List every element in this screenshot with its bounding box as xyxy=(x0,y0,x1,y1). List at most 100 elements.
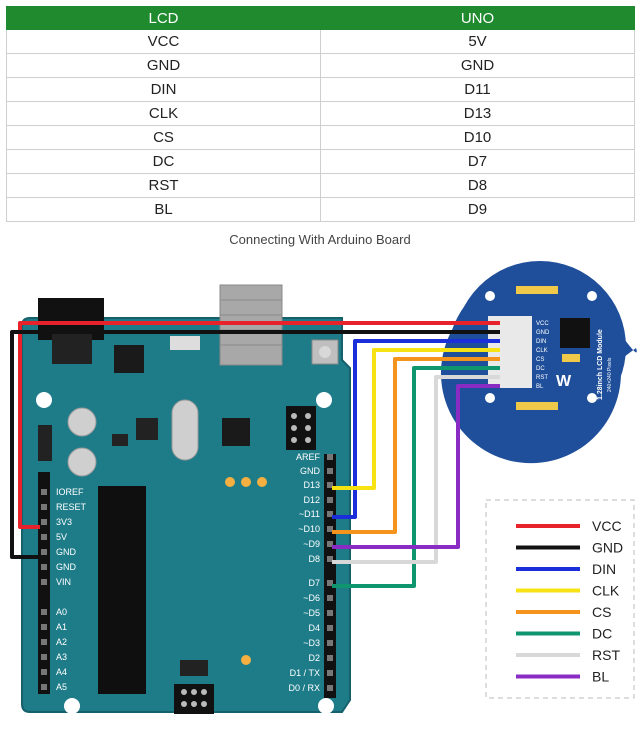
legend-item: BL xyxy=(516,669,609,685)
lcd-pin-label: GND xyxy=(536,330,550,336)
lcd-subtitle: 240×240 Pixels xyxy=(607,357,613,392)
icsp-header xyxy=(286,406,316,450)
legend-label: DIN xyxy=(592,561,616,577)
uno-pin-cell: D9 xyxy=(320,197,635,222)
uno-pin-cell: D8 xyxy=(320,173,635,198)
mounting-hole xyxy=(318,698,334,714)
legend-item: CS xyxy=(516,604,611,620)
legend-label: VCC xyxy=(592,518,622,534)
lcd-pin-cell: CS xyxy=(6,125,321,150)
diagram-caption: Connecting With Arduino Board xyxy=(229,232,411,247)
header-pin xyxy=(41,684,47,690)
left-header-label: IOREF xyxy=(56,487,84,497)
lcd-pin-label: VCC xyxy=(536,321,549,327)
legend-item: CLK xyxy=(516,583,620,599)
legend-label: CLK xyxy=(592,583,620,599)
header-pin xyxy=(327,454,333,460)
icsp-header xyxy=(174,684,214,714)
left-header-label: A3 xyxy=(56,652,67,662)
header-pin xyxy=(327,640,333,646)
right-header-label: D7 xyxy=(308,578,320,588)
lcd-pin-label: RST xyxy=(536,375,548,381)
lcd-pin-cell: VCC xyxy=(6,29,321,54)
right-header-labels: AREFGNDD13D12~D11~D10~D9D8D7~D6~D5D4~D3D… xyxy=(288,452,333,693)
header-pin xyxy=(41,519,47,525)
wire-din xyxy=(332,339,500,519)
wire-gnd xyxy=(10,330,500,559)
header-pin xyxy=(41,549,47,555)
header-pin xyxy=(327,511,333,517)
atmega-chip xyxy=(98,486,146,694)
lcd-pin-cell: DIN xyxy=(6,77,321,102)
usb-chip xyxy=(222,418,250,446)
left-header-label: GND xyxy=(56,547,77,557)
right-header-label: GND xyxy=(300,466,321,476)
right-header-label: D4 xyxy=(308,623,320,633)
header-pin xyxy=(327,610,333,616)
header-pin xyxy=(327,497,333,503)
right-header-label: D2 xyxy=(308,653,320,663)
legend-label: BL xyxy=(592,669,609,685)
left-header-label: A1 xyxy=(56,622,67,632)
power-jack xyxy=(52,330,92,364)
wire-bl xyxy=(332,384,500,549)
legend-box xyxy=(485,499,635,699)
right-header-label: D13 xyxy=(303,480,320,490)
legend-label: RST xyxy=(592,647,620,663)
header-lcd: LCD xyxy=(6,6,321,30)
lcd-title: 1.28inch LCD Module xyxy=(597,329,604,400)
uno-pin-cell: D13 xyxy=(320,101,635,126)
right-header-label: ~D3 xyxy=(303,638,320,648)
waveshare-logo: W xyxy=(556,373,572,390)
header-pin xyxy=(327,655,333,661)
header-pin xyxy=(41,639,47,645)
left-header-label: VIN xyxy=(56,577,71,587)
right-header-label: D8 xyxy=(308,554,320,564)
right-header-label: AREF xyxy=(296,452,321,462)
left-header-label: A0 xyxy=(56,607,67,617)
legend-item: RST xyxy=(516,647,620,663)
uno-pin-cell: D7 xyxy=(320,149,635,174)
header-pin xyxy=(41,669,47,675)
header-pin xyxy=(41,564,47,570)
led xyxy=(225,477,235,487)
header-pin xyxy=(41,504,47,510)
wire-clk xyxy=(332,348,500,490)
wire-rst xyxy=(332,375,500,564)
lcd-pin-cell: BL xyxy=(6,197,321,222)
uno-pin-cell: D10 xyxy=(320,125,635,150)
uno-pin-cell: GND xyxy=(320,53,635,78)
header-pin xyxy=(327,468,333,474)
led xyxy=(241,655,251,665)
legend-label: CS xyxy=(592,604,611,620)
header-pin xyxy=(327,685,333,691)
led xyxy=(241,477,251,487)
header-pin xyxy=(327,595,333,601)
lcd-pin-label: CS xyxy=(536,357,544,363)
wire-dc xyxy=(332,366,500,588)
legend-item: GND xyxy=(516,540,623,556)
right-header-label: ~D6 xyxy=(303,593,320,603)
left-header-label: 5V xyxy=(56,532,67,542)
uno-pin-cell: D11 xyxy=(320,77,635,102)
left-header-label: GND xyxy=(56,562,77,572)
lcd-pin-cell: CLK xyxy=(6,101,321,126)
wire-cs xyxy=(332,357,500,534)
wire-vcc xyxy=(18,321,500,529)
right-header-label: ~D5 xyxy=(303,608,320,618)
digital-header xyxy=(324,454,336,698)
mounting-hole xyxy=(36,392,52,408)
header-pin xyxy=(41,534,47,540)
lcd-pin-label: DIN xyxy=(536,339,546,345)
lcd-pin-label: BL xyxy=(536,384,544,390)
